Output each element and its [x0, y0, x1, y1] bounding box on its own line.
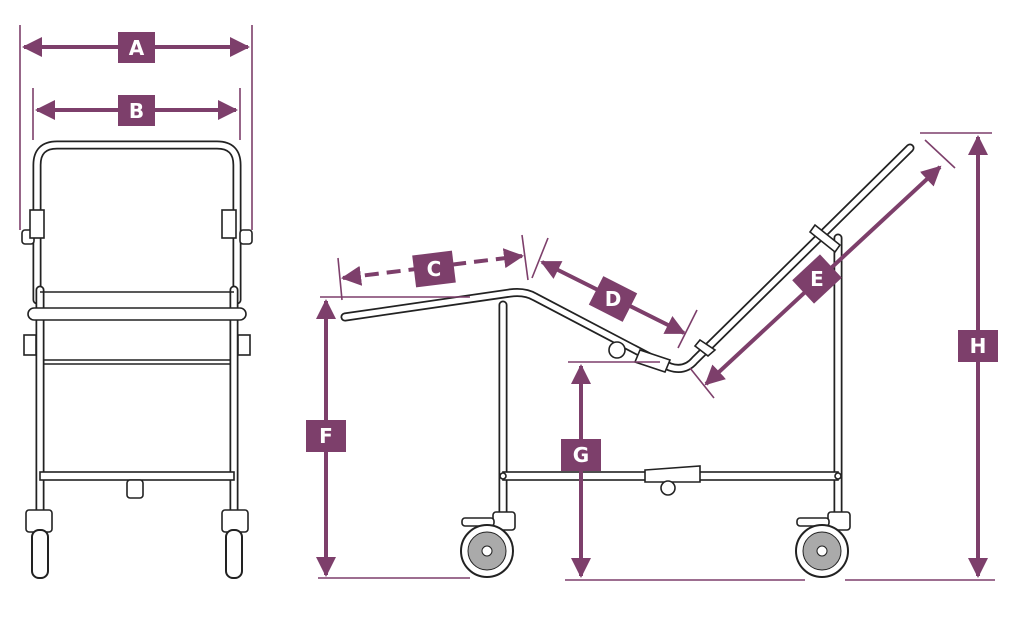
dimension-G: G — [561, 364, 601, 578]
dimension-F: F — [306, 299, 346, 577]
dimension-label-a: A — [129, 36, 145, 60]
front-view-chair — [21, 140, 253, 579]
dimension-D: D — [540, 260, 686, 335]
dimension-label-c: C — [427, 257, 442, 281]
dimension-A: A — [22, 32, 250, 63]
dimension-B: B — [35, 95, 238, 126]
dimension-E: E — [704, 165, 942, 386]
dimension-label-g: G — [573, 443, 589, 467]
dimension-H: H — [958, 135, 998, 578]
dimension-label-h: H — [970, 334, 987, 358]
dimension-C: C — [341, 248, 524, 288]
extension-lines — [19, 25, 995, 581]
dimension-label-f: F — [319, 424, 333, 448]
dimension-label-e: E — [810, 267, 824, 291]
dimension-label-b: B — [129, 99, 144, 123]
dimension-label-d: D — [605, 287, 622, 311]
